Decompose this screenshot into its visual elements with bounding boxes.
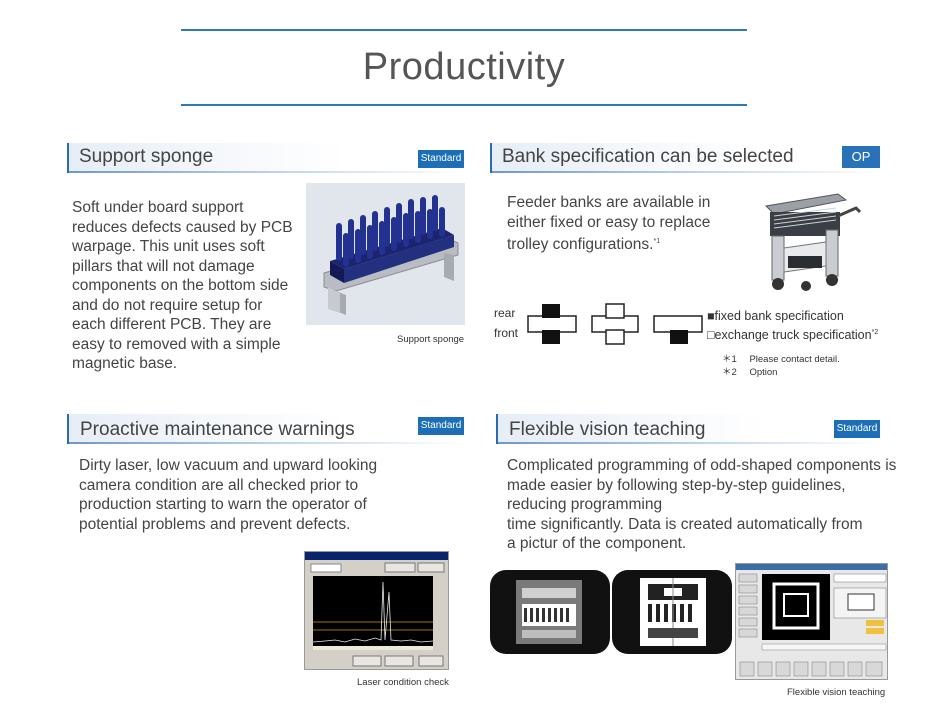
legend-exchange-truck: □exchange truck specification*2 bbox=[707, 328, 878, 342]
footnote-2: ＊2 Option bbox=[722, 364, 777, 378]
maintenance-description: Dirty laser, low vacuum and upward looki… bbox=[79, 457, 378, 533]
vision-screen-component-2 bbox=[612, 570, 732, 654]
section-title-vision: Flexible vision teaching bbox=[509, 419, 706, 440]
footnote-1-mark: ＊1 bbox=[722, 354, 737, 365]
standard-badge-vision: Standard bbox=[834, 420, 880, 438]
section-header-bank-specification: Bank specification can be selected bbox=[490, 143, 880, 173]
op-badge-bank: OP bbox=[842, 146, 880, 168]
vision-description: Complicated programming of odd-shaped co… bbox=[507, 456, 907, 554]
section-header-vision: Flexible vision teaching bbox=[496, 414, 880, 444]
rear-label: rear bbox=[494, 306, 516, 320]
section-header-support-sponge: Support sponge bbox=[67, 143, 464, 173]
config-fixed-fixed bbox=[527, 304, 577, 344]
vision-screen-component-1 bbox=[490, 570, 610, 654]
footnote-2-mark: ＊2 bbox=[722, 367, 737, 378]
front-label: front bbox=[494, 326, 519, 340]
vision-teaching-software-screenshot bbox=[735, 563, 888, 680]
vision-description-part-2: time significantly. Data is created auto… bbox=[507, 515, 863, 553]
feeder-bank-trolley-photo bbox=[748, 186, 868, 296]
support-sponge-caption: Support sponge bbox=[397, 334, 465, 345]
bank-description: Feeder banks are available in either fix… bbox=[507, 193, 717, 255]
vision-teaching-caption: Flexible vision teaching bbox=[787, 687, 886, 698]
page-title: Productivity bbox=[362, 46, 566, 88]
standard-badge-maintenance: Standard bbox=[418, 417, 464, 435]
laser-condition-caption: Laser condition check bbox=[357, 677, 449, 688]
laser-condition-screenshot bbox=[304, 551, 449, 670]
section-title-maintenance: Proactive maintenance warnings bbox=[80, 419, 355, 440]
bank-description-text: Feeder banks are available in either fix… bbox=[507, 194, 711, 254]
standard-badge-support: Standard bbox=[418, 150, 464, 168]
footnote-1-text: Please contact detail. bbox=[749, 354, 840, 365]
vision-description-part-1: Complicated programming of odd-shaped co… bbox=[507, 457, 897, 513]
title-rule-top bbox=[181, 29, 747, 31]
support-sponge-photo bbox=[306, 183, 465, 325]
footnote-2-text: Option bbox=[749, 367, 778, 378]
legend-exchange-text: □exchange truck specification bbox=[707, 328, 872, 342]
section-title-bank-specification: Bank specification can be selected bbox=[502, 146, 794, 167]
config-front-fixed bbox=[653, 315, 703, 344]
title-rule-bottom bbox=[181, 104, 747, 106]
legend-fixed-bank: ■fixed bank specification bbox=[707, 309, 844, 323]
footnote-1: ＊1 Please contact detail. bbox=[722, 351, 840, 365]
bank-configuration-diagram bbox=[527, 303, 703, 345]
config-exchange-exchange bbox=[591, 303, 639, 345]
section-header-maintenance: Proactive maintenance warnings bbox=[67, 414, 464, 444]
section-title-support-sponge: Support sponge bbox=[79, 146, 214, 167]
legend-exchange-note: *2 bbox=[871, 328, 879, 336]
bank-description-note: *1 bbox=[653, 238, 661, 245]
support-sponge-description: Soft under board support reduces defects… bbox=[72, 199, 293, 372]
